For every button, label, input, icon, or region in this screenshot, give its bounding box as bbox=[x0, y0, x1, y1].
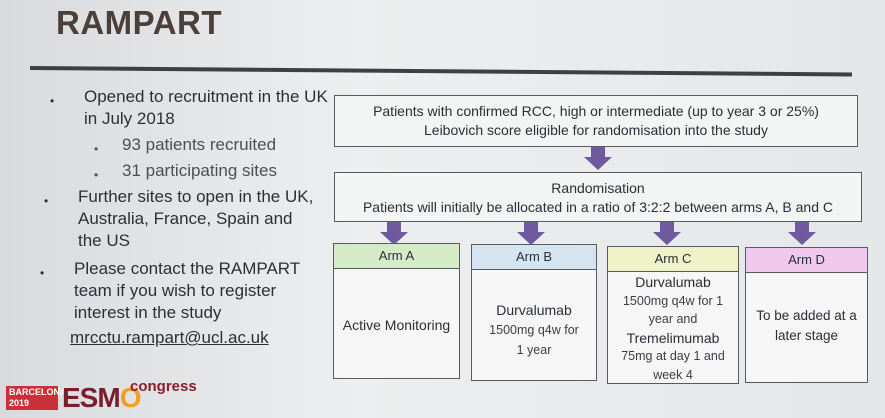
bullet-text: Further sites to open in the UK, Austral… bbox=[78, 187, 314, 250]
bullet-text: 93 patients recruited bbox=[122, 135, 277, 154]
arm-text: Durvalumab bbox=[496, 302, 572, 318]
logo-brand: ESMO bbox=[62, 382, 142, 414]
logo-city: BARCELONA bbox=[9, 387, 67, 397]
bullet-dot-icon: • bbox=[44, 194, 49, 208]
arm-text: later stage bbox=[774, 328, 839, 343]
arm-a-box: Arm A Active Monitoring bbox=[333, 243, 460, 379]
eligibility-line: Patients with confirmed RCC, high or int… bbox=[373, 103, 819, 119]
arm-b-box: Arm B Durvalumab 1500mg q4w for 1 year bbox=[471, 244, 597, 381]
arm-text: To be added at a bbox=[756, 308, 857, 323]
arm-header: Arm A bbox=[334, 244, 459, 269]
esmo-congress-logo: BARCELONA 2019 ESMO congress bbox=[6, 378, 206, 414]
randomisation-title: Randomisation bbox=[551, 180, 645, 196]
logo-brand-part: ESM bbox=[62, 382, 121, 413]
arm-header: Arm D bbox=[746, 248, 867, 273]
bullet-text: Opened to recruitment in the UK in July … bbox=[84, 87, 328, 128]
logo-brand-part: O bbox=[119, 382, 142, 413]
logo-city-badge: BARCELONA 2019 bbox=[6, 386, 67, 410]
bullet-text: 31 participating sites bbox=[122, 161, 277, 180]
slide-title: RAMPART bbox=[56, 4, 223, 41]
arm-c-box: Arm C Durvalumab 1500mg q4w for 1 year a… bbox=[607, 246, 739, 384]
randomisation-text: Patients will initially be allocated in … bbox=[362, 199, 834, 215]
bullet-dot-icon: • bbox=[40, 266, 45, 280]
arm-text: 75mg at day 1 and bbox=[621, 349, 725, 363]
bullet-text: Please contact the RAMPART team if you w… bbox=[74, 259, 300, 322]
arm-header: Arm C bbox=[608, 247, 738, 272]
arm-text: Tremelimumab bbox=[626, 329, 720, 346]
title-divider bbox=[29, 66, 852, 77]
logo-year: 2019 bbox=[9, 398, 30, 408]
arm-d-box: Arm D To be added at a later stage bbox=[745, 247, 868, 383]
arm-text: 1500mg q4w for 1 bbox=[622, 293, 724, 308]
arm-text: week 4 bbox=[653, 367, 693, 382]
arm-text: year and bbox=[648, 312, 698, 326]
logo-congress: congress bbox=[130, 378, 197, 395]
arm-header: Arm B bbox=[472, 245, 596, 270]
arm-text: Durvalumab bbox=[635, 274, 711, 290]
randomisation-box: Randomisation Patients will initially be… bbox=[334, 172, 862, 222]
bullet-dot-icon: • bbox=[94, 168, 99, 182]
contact-email-link[interactable]: mrcctu.rampart@ucl.ac.uk bbox=[70, 328, 269, 347]
arm-text: 1 year bbox=[516, 343, 552, 357]
arm-text: 1500mg q4w for bbox=[489, 323, 579, 337]
arm-text: Active Monitoring bbox=[342, 317, 451, 333]
eligibility-line: Leibovich score eligible for randomisati… bbox=[424, 122, 768, 138]
eligibility-box: Patients with confirmed RCC, high or int… bbox=[334, 95, 858, 147]
bullet-dot-icon: • bbox=[50, 94, 55, 108]
bullet-dot-icon: • bbox=[94, 142, 99, 156]
